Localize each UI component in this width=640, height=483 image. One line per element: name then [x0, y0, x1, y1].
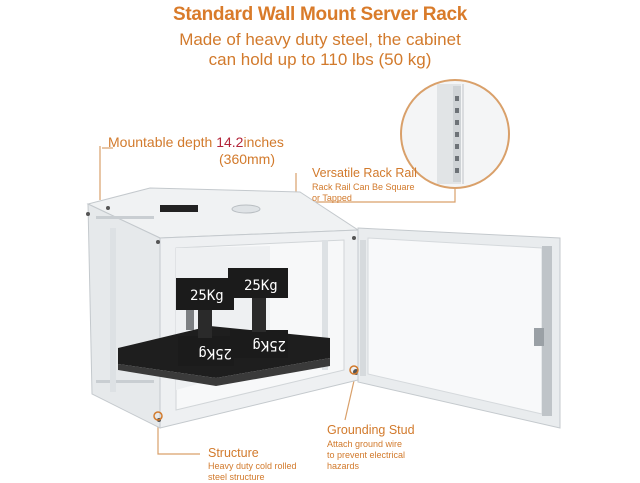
grounding-line-2: to prevent electrical [327, 450, 406, 460]
weights [176, 268, 288, 366]
grounding-line-1: Attach ground wire [327, 439, 403, 449]
rack-rail-heading: Versatile Rack Rail [312, 166, 417, 180]
rack-rail-zoom [400, 79, 510, 189]
depth-value: 14.2 [216, 134, 244, 150]
weight-label-3: 25Kg [198, 345, 232, 361]
weight-label-1: 25Kg [190, 288, 224, 304]
subtitle-line-1: Made of heavy duty steel, the cabinet [179, 30, 461, 49]
structure-callout: Structure Heavy duty cold rolled steel s… [208, 446, 297, 483]
weight-label-4: 25Kg [252, 337, 286, 353]
page-title: Standard Wall Mount Server Rack [172, 4, 468, 25]
depth-metric: (360mm) [219, 151, 276, 167]
depth-prefix: Mountable depth [108, 134, 217, 150]
grounding-heading: Grounding Stud [327, 423, 415, 437]
cabinet-door [357, 227, 561, 429]
rack-rail-line-2: or Tapped [312, 193, 352, 203]
depth-unit: inches [243, 134, 284, 150]
weight-label-2: 25Kg [244, 278, 278, 294]
subtitle: Made of heavy duty steel, the cabinet ca… [0, 30, 640, 70]
grounding-callout: Grounding Stud Attach ground wire to pre… [327, 423, 415, 472]
structure-line-1: Heavy duty cold rolled [208, 461, 297, 471]
structure-line-2: steel structure [208, 472, 265, 482]
subtitle-line-2: can hold up to 110 lbs (50 kg) [208, 50, 432, 69]
structure-marker [153, 411, 163, 421]
grounding-line-3: hazards [327, 461, 360, 471]
depth-callout: Mountable depth 14.2inches (360mm) [108, 134, 284, 168]
structure-heading: Structure [208, 446, 259, 460]
rack-rail-line-1: Rack Rail Can Be Square [312, 182, 415, 192]
grounding-marker [349, 365, 359, 375]
rack-rail-callout: Versatile Rack Rail Rack Rail Can Be Squ… [312, 166, 417, 204]
